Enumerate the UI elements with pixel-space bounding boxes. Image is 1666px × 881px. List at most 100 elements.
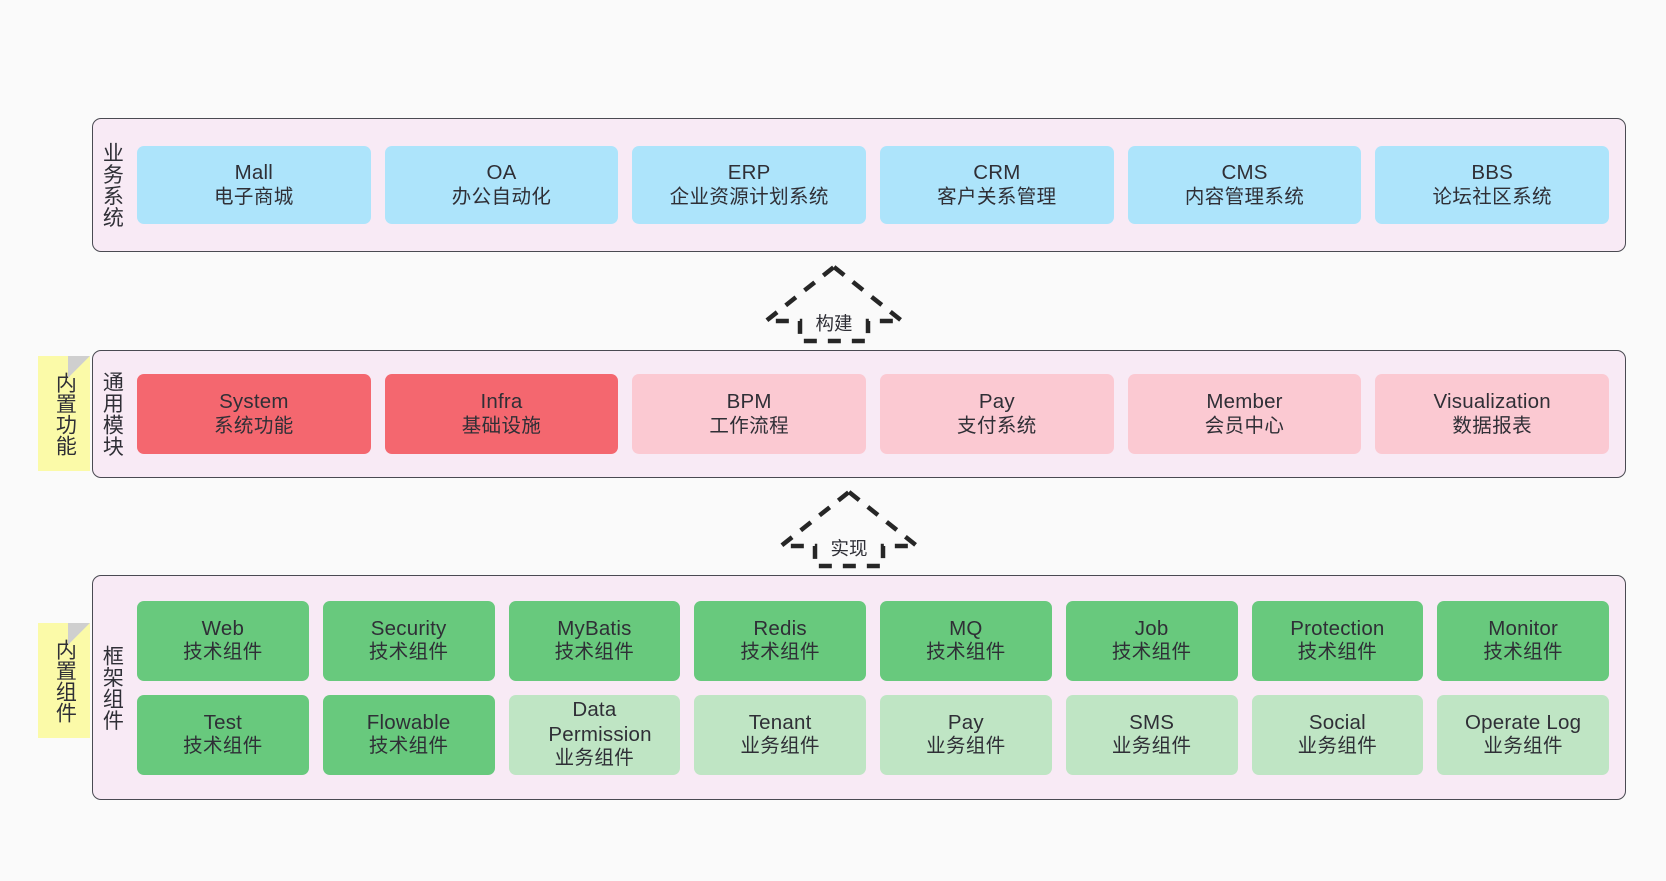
- card-title-en: Security: [370, 616, 447, 640]
- card-title-cn: 会员中心: [1204, 414, 1285, 437]
- card-title-cn: 技术组件: [368, 735, 449, 758]
- card-title-cn: 技术组件: [926, 641, 1006, 664]
- note-builtin-component: 内置组件: [38, 623, 90, 738]
- card-test[interactable]: Test 技术组件: [137, 694, 309, 775]
- card-title-en: Data Permission: [548, 698, 652, 746]
- card-title-cn: 电子商城: [214, 185, 294, 208]
- card-social[interactable]: Social 业务组件: [1251, 694, 1424, 775]
- card-mall[interactable]: Mall 电子商城: [137, 146, 371, 224]
- card-crm[interactable]: CRM 客户关系管理: [880, 146, 1114, 224]
- card-visualization[interactable]: Visualization 数据报表: [1375, 374, 1610, 454]
- card-title-en: Pay: [947, 710, 984, 734]
- connector-build: 构建: [760, 263, 908, 345]
- card-title-cn: 技术组件: [183, 735, 263, 758]
- card-title-cn: 技术组件: [1297, 641, 1378, 664]
- card-mybatis[interactable]: MyBatis 技术组件: [508, 600, 681, 681]
- card-title-en: ERP: [727, 161, 771, 184]
- card-title-en: System: [219, 390, 289, 413]
- layer-business-system: 业务系统 Mall 电子商城 OA 办公自动化 ERP 企业资源计划系统 CRM…: [92, 118, 1626, 252]
- card-title-cn: 技术组件: [183, 641, 263, 664]
- card-title-cn: 基础设施: [461, 414, 542, 437]
- card-erp[interactable]: ERP 企业资源计划系统: [632, 146, 867, 224]
- card-title-en: Job: [1134, 616, 1169, 640]
- layer-body-framework-component: Web 技术组件 Security 技术组件 MyBatis 技术组件 Redi…: [129, 576, 1625, 799]
- note-builtin-component-label: 内置组件: [53, 638, 77, 723]
- card-title-en: Protection: [1290, 616, 1385, 640]
- card-title-en: MyBatis: [557, 616, 632, 640]
- card-row: Web 技术组件 Security 技术组件 MyBatis 技术组件 Redi…: [137, 600, 1609, 681]
- layer-body-common-module: System 系统功能 Infra 基础设施 BPM 工作流程 Pay 支付系统…: [129, 351, 1625, 477]
- card-row: Test 技术组件 Flowable 技术组件 Data Permission …: [137, 694, 1609, 775]
- card-title-cn: 内容管理系统: [1184, 185, 1305, 208]
- card-flowable[interactable]: Flowable 技术组件: [322, 694, 495, 775]
- card-title-en: BBS: [1471, 161, 1513, 184]
- card-title-cn: 业务组件: [554, 747, 635, 770]
- card-web[interactable]: Web 技术组件: [137, 600, 309, 681]
- card-title-cn: 系统功能: [214, 414, 294, 437]
- card-member[interactable]: Member 会员中心: [1127, 374, 1362, 454]
- card-title-en: Web: [201, 616, 245, 640]
- card-monitor[interactable]: Monitor 技术组件: [1437, 600, 1609, 681]
- card-mq[interactable]: MQ 技术组件: [880, 600, 1052, 681]
- layer-title-business-system: 业务系统: [100, 142, 124, 228]
- card-title-en: Social: [1308, 710, 1366, 734]
- note-builtin-function-label: 内置功能: [53, 371, 77, 456]
- connector-implement: 实现: [775, 488, 923, 570]
- card-title-cn: 论坛社区系统: [1432, 185, 1552, 208]
- card-bbs[interactable]: BBS 论坛社区系统: [1375, 146, 1610, 224]
- card-title-en: Test: [203, 710, 243, 734]
- card-redis[interactable]: Redis 技术组件: [694, 600, 866, 681]
- card-pay-component[interactable]: Pay 业务组件: [880, 694, 1052, 775]
- card-oa[interactable]: OA 办公自动化: [384, 146, 619, 224]
- card-title-en: Redis: [753, 616, 807, 640]
- card-title-cn: 业务组件: [1483, 735, 1563, 758]
- card-system[interactable]: System 系统功能: [137, 374, 371, 454]
- layer-title-framework-component: 框架组件: [100, 644, 124, 731]
- card-title-en: SMS: [1129, 710, 1175, 734]
- card-title-en: CRM: [973, 161, 1021, 184]
- card-title-en: BPM: [726, 390, 772, 413]
- note-builtin-function: 内置功能: [38, 356, 90, 471]
- card-cms[interactable]: CMS 内容管理系统: [1127, 146, 1362, 224]
- card-title-en: Tenant: [748, 710, 812, 734]
- card-title-en: Flowable: [366, 710, 451, 734]
- layer-title-common-module: 通用模块: [100, 371, 124, 457]
- card-tenant[interactable]: Tenant 业务组件: [694, 694, 866, 775]
- card-data-permission[interactable]: Data Permission 业务组件: [508, 694, 681, 775]
- card-title-en: Pay: [978, 390, 1015, 413]
- card-row: Mall 电子商城 OA 办公自动化 ERP 企业资源计划系统 CRM 客户关系…: [137, 146, 1610, 224]
- card-security[interactable]: Security 技术组件: [322, 600, 495, 681]
- card-sms[interactable]: SMS 业务组件: [1065, 694, 1238, 775]
- layer-body-business-system: Mall 电子商城 OA 办公自动化 ERP 企业资源计划系统 CRM 客户关系…: [129, 119, 1625, 251]
- card-pay-module[interactable]: Pay 支付系统: [880, 374, 1114, 454]
- card-title-cn: 业务组件: [1111, 735, 1192, 758]
- card-title-en: Monitor: [1488, 616, 1558, 640]
- card-title-cn: 业务组件: [926, 735, 1006, 758]
- card-title-cn: 业务组件: [1297, 735, 1378, 758]
- card-title-cn: 支付系统: [957, 414, 1037, 437]
- card-title-cn: 工作流程: [709, 414, 789, 437]
- card-title-en: Visualization: [1433, 390, 1551, 413]
- card-row: System 系统功能 Infra 基础设施 BPM 工作流程 Pay 支付系统…: [137, 374, 1610, 454]
- card-title-cn: 技术组件: [740, 641, 820, 664]
- card-title-en: Mall: [234, 161, 274, 184]
- layer-framework-component: 框架组件 Web 技术组件 Security 技术组件 MyBatis 技术组件…: [92, 575, 1626, 800]
- card-title-en: CMS: [1221, 161, 1268, 184]
- card-infra[interactable]: Infra 基础设施: [384, 374, 619, 454]
- card-job[interactable]: Job 技术组件: [1065, 600, 1238, 681]
- card-title-en: Infra: [480, 390, 523, 413]
- card-title-en: Member: [1206, 390, 1283, 413]
- card-title-en: OA: [486, 161, 517, 184]
- card-title-cn: 数据报表: [1452, 414, 1532, 437]
- card-protection[interactable]: Protection 技术组件: [1251, 600, 1424, 681]
- card-operate-log[interactable]: Operate Log 业务组件: [1437, 694, 1609, 775]
- card-title-cn: 技术组件: [368, 641, 449, 664]
- card-bpm[interactable]: BPM 工作流程: [632, 374, 867, 454]
- card-title-cn: 技术组件: [1483, 641, 1563, 664]
- card-title-en: Operate Log: [1465, 710, 1582, 734]
- layer-common-module: 通用模块 System 系统功能 Infra 基础设施 BPM 工作流程 Pay…: [92, 350, 1626, 478]
- card-title-en: MQ: [949, 616, 983, 640]
- card-title-cn: 业务组件: [740, 735, 820, 758]
- card-title-cn: 办公自动化: [451, 185, 552, 208]
